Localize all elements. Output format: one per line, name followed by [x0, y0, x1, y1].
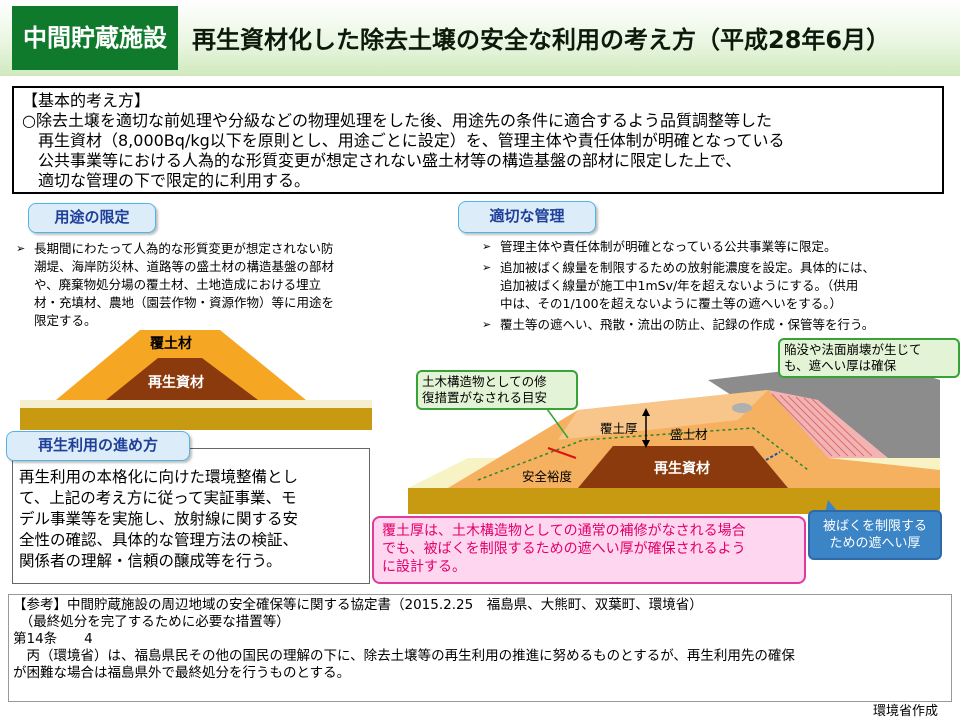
repair-callout-line: 土木構造物としての修 [422, 374, 547, 389]
usage-line: 長期間にわたって人為的な形質変更が想定されない防 [34, 241, 334, 256]
page-title: 再生資材化した除去土壌の安全な利用の考え方（平成28年6月） [192, 26, 891, 54]
basic-heading: 【基本的考え方】 [22, 91, 151, 110]
shield-callout-line: ための遮へい厚 [829, 536, 921, 551]
usage-label: 用途の限定 [28, 203, 156, 233]
bullet-arrow-icon: ➢ [482, 261, 492, 274]
collapse-callout: 陥没や法面崩壊が生じて も、遮へい厚は確保 [778, 338, 960, 378]
progress-line: て、上記の考え方に従って実証事業、モ [19, 489, 297, 507]
repair-callout: 土木構造物としての修 復措置がなされる目安 [416, 370, 578, 410]
embankment-diagram-left [20, 330, 372, 430]
progress-line: 全性の確認、具体的な管理方法の検証、 [19, 531, 299, 549]
embankment-diagram-right [408, 360, 940, 522]
management-text: ➢ 管理主体や責任体制が明確となっている公共事業等に限定。 ➢ 追加被ばく線量を… [478, 238, 958, 334]
bullet-arrow-icon: ➢ [16, 242, 26, 255]
ground-layer [408, 488, 940, 514]
embankment-label: 盛土材 [670, 427, 708, 442]
collapse-callout-line: も、遮へい厚は確保 [784, 358, 897, 373]
usage-text: ➢ 長期間にわたって人為的な形質変更が想定されない防 潮堤、海岸防災林、道路等の… [12, 240, 412, 330]
embankment-body [448, 390, 940, 488]
shield-callout-line: 被ばくを制限する [822, 519, 927, 534]
embankment-top [558, 390, 768, 440]
management-item: ➢ 覆土等の遮へい、飛散・流出の防止、記録の作成・保管等を行う。 [478, 316, 958, 334]
dotted-boundary [477, 427, 809, 481]
recycled-material-layer [578, 446, 788, 488]
progress-line: 関係者の理解・信頼の醸成等を行う。 [19, 552, 282, 570]
repair-callout-line: 復措置がなされる目安 [422, 390, 548, 405]
basic-line: 適切な管理の下で限定的に利用する。 [38, 171, 311, 190]
reference-line: 第14条 4 [13, 631, 93, 647]
hatch-lines [771, 393, 873, 457]
basic-line: 公共事業等における人為的な形質変更が想定されない盛土材等の構造基盤の部材に限定し… [38, 151, 742, 170]
cover-label: 覆土材 [150, 336, 192, 352]
management-item: ➢ 追加被ばく線量を制限するための放射能濃度を設定。具体的には、 追加被ばく線量… [478, 259, 958, 313]
usage-line: や、廃棄物処分場の覆土材、土地造成における埋立 [34, 277, 322, 292]
usage-line: 材・充填材、農地（園芸作物・資源作物）等に用途を [34, 295, 335, 310]
management-label: 適切な管理 [458, 201, 596, 233]
safety-margin-label: 安全裕度 [522, 469, 573, 484]
shield-thickness-arrow [765, 451, 781, 461]
progress-line: 再生利用の本格化に向けた環境整備とし [19, 468, 299, 486]
reference-line: （最終処分を完了するために必要な措置等） [13, 614, 290, 630]
hatched-slope [768, 390, 888, 458]
progress-line: デル事業等を実施し、放射線に関する安 [19, 510, 299, 528]
management-line: 中は、その1/100を超えないように覆土等の遮へいをする。） [500, 296, 843, 311]
basic-line: ○除去土壌を適切な前処理や分級などの物理処理をした後、用途先の条件に適合するよう… [22, 111, 772, 130]
management-line: 覆土等の遮へい、飛散・流出の防止、記録の作成・保管等を行う。 [500, 317, 875, 332]
ground-layer [20, 406, 372, 430]
recycled-label: 再生資材 [148, 375, 204, 391]
safety-margin-arrow [547, 447, 577, 459]
basic-line: 再生資材（8,000Bq/kg以下を原則とし、用途ごとに設定）を、管理主体や責任… [38, 131, 785, 150]
pink-callout-line: でも、被ばくを制限するための遮へい厚が確保されるよう [382, 541, 746, 557]
reference-line: 【参考】中間貯蔵施設の周辺地域の安全確保等に関する協定書（2015.2.25 福… [13, 597, 703, 613]
ground-surface [20, 400, 372, 408]
pink-callout-line: に設計する。 [382, 559, 466, 575]
usage-paragraph: ➢ 長期間にわたって人為的な形質変更が想定されない防 潮堤、海岸防災林、道路等の… [12, 240, 412, 330]
progress-label: 再生利用の進め方 [6, 431, 190, 461]
management-line: 追加被ばく線量が施工中1mSv/年を超えないようにする。（供用 [500, 278, 859, 293]
basic-concept-box: 【基本的考え方】 ○除去土壌を適切な前処理や分級などの物理処理をした後、用途先の… [12, 86, 944, 194]
section-tag: 中間貯蔵施設 [12, 6, 178, 70]
recycled-label-right: 再生資材 [654, 461, 710, 477]
reference-line: が困難な場合は福島県外で最終処分を行うものとする。 [13, 665, 351, 681]
bullet-arrow-icon: ➢ [482, 240, 492, 253]
collapse-callout-line: 陥没や法面崩壊が生じて [784, 342, 922, 357]
management-line: 追加被ばく線量を制限するための放射能濃度を設定。具体的には、 [500, 260, 876, 275]
reference-line: 丙（環境省）は、福島県民その他の国民の理解の下に、除去土壌等の再生利用の推進に努… [13, 648, 795, 664]
management-line: 管理主体や責任体制が明確となっている公共事業等に限定。 [500, 239, 837, 254]
bullet-arrow-icon: ➢ [482, 318, 492, 331]
usage-line: 潮堤、海岸防災林、道路等の盛土材の構造基盤の部材 [34, 259, 335, 274]
usage-line: 限定する。 [34, 313, 97, 328]
pink-callout-line: 覆土厚は、土木構造物としての通常の補修がなされる場合 [382, 523, 746, 539]
cover-thickness-label: 覆土厚 [600, 421, 638, 436]
credit: 環境省作成 [872, 704, 938, 719]
manhole [732, 403, 752, 413]
progress-box: 再生利用の本格化に向けた環境整備とし て、上記の考え方に従って実証事業、モ デル… [12, 448, 370, 584]
recycled-material-layer [106, 358, 258, 400]
shield-callout: 被ばくを制限する ための遮へい厚 [808, 510, 942, 560]
reference-box: 【参考】中間貯蔵施設の周辺地域の安全確保等に関する協定書（2015.2.25 福… [8, 594, 952, 702]
cover-design-callout: 覆土厚は、土木構造物としての通常の補修がなされる場合 でも、被ばくを制限するため… [372, 516, 806, 584]
management-item: ➢ 管理主体や責任体制が明確となっている公共事業等に限定。 [478, 238, 958, 256]
